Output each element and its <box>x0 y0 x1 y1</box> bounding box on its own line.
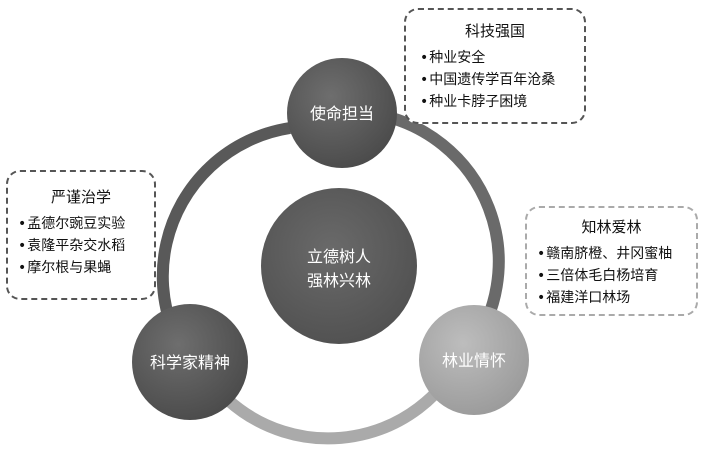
box-tech-title: 科技强国 <box>464 22 525 40</box>
box-tech-item: 中国遗传学百年沧桑 <box>420 69 570 91</box>
node-scientist <box>132 304 248 420</box>
box-love-item: 赣南脐橙、井冈蜜柚 <box>537 243 686 265</box>
center-label-line2: 强林兴林 <box>307 271 371 290</box>
box-love-title: 知林爱林 <box>581 218 642 236</box>
box-rigor: 严谨治学 孟德尔豌豆实验 袁隆平杂交水稻 摩尔根与果蝇 <box>6 170 156 300</box>
node-mission <box>287 58 397 168</box>
node-scientist-label: 科学家精神 <box>150 353 230 372</box>
box-love-item: 福建洋口林场 <box>537 287 686 309</box>
box-love-item: 三倍体毛白杨培育 <box>537 265 686 287</box>
box-tech: 科技强国 种业安全 中国遗传学百年沧桑 种业卡脖子困境 <box>404 8 586 124</box>
box-love: 知林爱林 赣南脐橙、井冈蜜柚 三倍体毛白杨培育 福建洋口林场 <box>525 206 698 316</box>
box-rigor-title: 严谨治学 <box>50 188 111 206</box>
box-tech-item: 种业安全 <box>420 47 570 69</box>
node-forestry-label: 林业情怀 <box>442 351 506 370</box>
box-rigor-item: 孟德尔豌豆实验 <box>18 213 144 235</box>
box-tech-item: 种业卡脖子困境 <box>420 91 570 113</box>
node-mission-label: 使命担当 <box>310 104 374 123</box>
box-rigor-item: 袁隆平杂交水稻 <box>18 235 144 257</box>
center-circle <box>261 188 417 344</box>
center-label-line1: 立德树人 <box>307 247 371 266</box>
node-forestry <box>419 305 529 415</box>
box-rigor-item: 摩尔根与果蝇 <box>18 257 144 279</box>
